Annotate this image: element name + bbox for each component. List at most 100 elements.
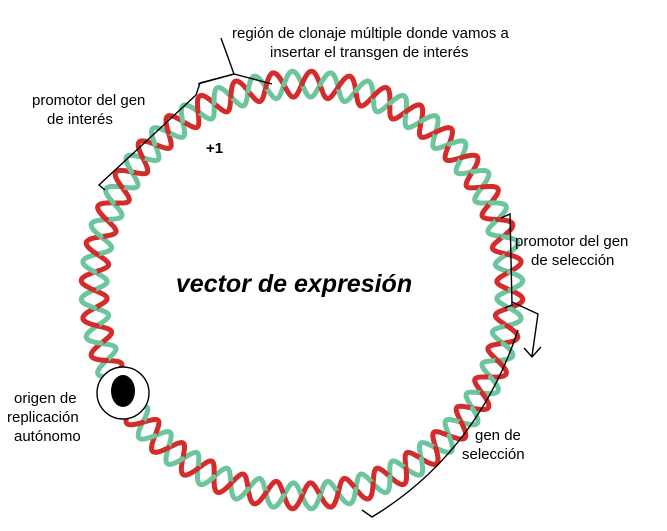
selection-gene-label-line2: selección <box>462 446 525 463</box>
helix-strand-green-segment <box>469 167 492 190</box>
helix-strand-red-segment <box>387 465 410 488</box>
helix-strand-green-segment <box>403 456 426 478</box>
helix-strand-green-segment <box>353 471 376 492</box>
helix-strand-green-segment <box>123 152 146 175</box>
selection-gene-bracket <box>361 329 519 518</box>
helix-strand-green-segment <box>489 323 510 346</box>
helix-strand-red-segment <box>281 492 305 512</box>
helix-strand-green-segment <box>463 389 485 411</box>
helix-strand-red-segment <box>506 287 526 311</box>
helix-strand-red-segment <box>178 456 201 478</box>
promoter-selection-label-line2: de selección <box>531 252 614 269</box>
helix-strand-red-segment <box>92 251 112 275</box>
helix-strand-red-segment <box>245 84 269 105</box>
helix-strand-green-segment <box>211 84 234 106</box>
promoter-interest-label-line2: de interés <box>47 111 113 128</box>
helix-strand-red-segment <box>98 217 119 240</box>
helix-strand-green-segment <box>494 287 513 311</box>
helix-strand-green-segment <box>245 475 269 496</box>
helix-strand-red-segment <box>149 433 171 455</box>
helix-strand-green-segment <box>458 405 481 428</box>
helix-strand-green-segment <box>433 433 455 455</box>
mcs-label-line2: insertar el transgen de interés <box>270 44 468 61</box>
origin-label-line2: replicación <box>7 409 79 426</box>
helix-strand-red-segment <box>194 92 217 115</box>
helix-strand-green-segment <box>88 217 110 240</box>
helix-strand-red-segment <box>370 84 393 106</box>
helix-strand-red-segment <box>299 480 323 499</box>
helix-strand-green-segment <box>281 68 305 88</box>
helix-strand-green-segment <box>472 184 494 206</box>
helix-strand-red-segment <box>485 340 506 363</box>
helix-strand-green-segment <box>263 82 287 102</box>
helix-strand-red-segment <box>494 217 516 240</box>
helix-strand-green-segment <box>83 323 104 346</box>
helix-strand-red-segment <box>494 269 513 293</box>
helix-strand-green-segment <box>98 340 119 363</box>
helix-strand-red-segment <box>281 81 305 100</box>
helix-strand-red-segment <box>152 129 174 151</box>
helix-strand-green-segment <box>479 357 500 380</box>
helix-strand-green-segment <box>165 118 188 140</box>
helix-strand-green-segment <box>492 251 512 275</box>
helix-strand-green-segment <box>370 474 393 496</box>
helix-strand-green-segment <box>163 445 186 467</box>
helix-strand-red-segment <box>335 73 359 94</box>
helix-strand-red-segment <box>135 138 158 161</box>
helix-strand-red-segment <box>110 184 132 206</box>
helix-strand-red-segment <box>416 118 439 140</box>
helix-strand-red-segment <box>129 155 151 177</box>
helix-strand-red-segment <box>211 474 234 496</box>
helix-strand-red-segment <box>163 113 186 135</box>
helix-strand-green-segment <box>91 269 110 293</box>
helix-strand-red-segment <box>112 167 135 190</box>
helix-strand-red-segment <box>140 416 162 439</box>
helix-strand-red-segment <box>245 486 269 507</box>
helix-strand-red-segment <box>83 234 104 257</box>
vector-title: vector de expresión <box>176 270 412 298</box>
helix-strand-green-segment <box>335 84 359 105</box>
helix-strand-red-segment <box>299 68 323 88</box>
helix-strand-green-segment <box>92 305 112 329</box>
helix-strand-red-segment <box>88 340 110 363</box>
helix-strand-green-segment <box>228 481 251 502</box>
helix-strand-red-segment <box>479 200 500 223</box>
promoter-selection-label-line1: promotor del gen <box>515 233 628 250</box>
helix-strand-red-segment <box>403 102 426 124</box>
origin-label-line1: origen de <box>14 390 77 407</box>
helix-strand-red-segment <box>228 471 251 492</box>
helix-strand-red-segment <box>458 152 481 175</box>
helix-strand-green-segment <box>194 465 217 488</box>
helix-strand-green-segment <box>317 70 341 90</box>
helix-strand-red-segment <box>94 323 115 346</box>
helix-strand-green-segment <box>446 138 469 161</box>
helix-strand-red-segment <box>211 93 234 115</box>
helix-strand-green-segment <box>479 374 501 397</box>
helix-strand-green-segment <box>78 287 98 311</box>
helix-strand-red-segment <box>195 458 217 480</box>
helix-strand-green-segment <box>370 93 393 115</box>
helix-strand-red-segment <box>433 125 455 147</box>
helix-strand-red-segment <box>479 183 501 206</box>
helix-strand-green-segment <box>152 429 174 451</box>
helix-strand-red-segment <box>78 269 98 293</box>
helix-strand-red-segment <box>488 357 509 380</box>
helix-strand-red-segment <box>489 234 510 257</box>
helix-strand-green-segment <box>104 200 125 223</box>
promoter-interest-label-line1: promotor del gen <box>32 92 145 109</box>
helix-strand-red-segment <box>504 251 524 275</box>
helix-strand-red-segment <box>317 490 341 510</box>
helix-strand-green-segment <box>317 478 341 498</box>
helix-strand-red-segment <box>335 475 359 496</box>
helix-strand-red-segment <box>418 445 441 467</box>
selection-gene-label-line1: gen de <box>475 427 521 444</box>
helix-strand-red-segment <box>353 481 376 502</box>
helix-strand-green-segment <box>94 234 115 257</box>
origin-of-replication-icon <box>96 366 150 420</box>
helix-strand-red-segment <box>469 390 492 413</box>
helix-strand-red-segment <box>472 374 494 396</box>
helix-strand-green-segment <box>149 125 171 147</box>
mcs-label-line1: región de clonaje múltiple donde vamos a <box>232 25 509 42</box>
helix-strand-green-segment <box>387 92 410 115</box>
